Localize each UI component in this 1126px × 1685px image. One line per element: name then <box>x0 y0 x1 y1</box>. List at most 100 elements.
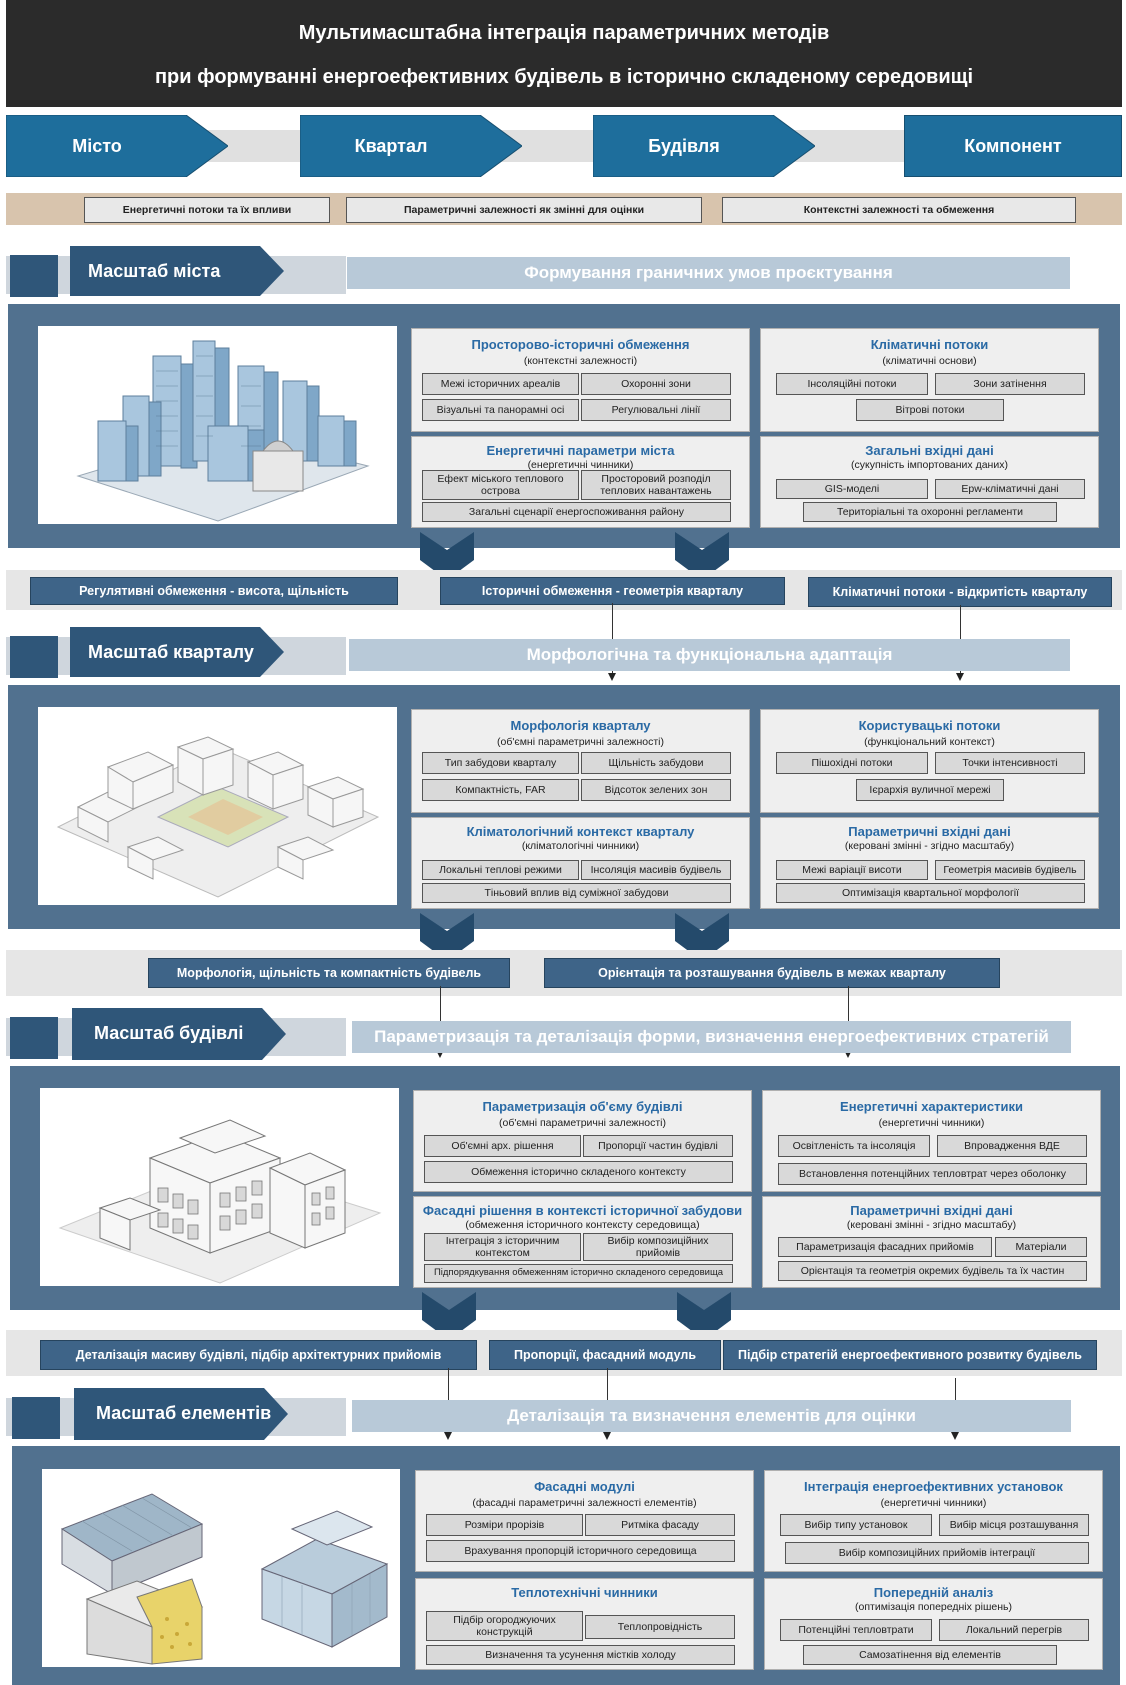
card-energy-characteristics: Енергетичні характеристики (енергетичні … <box>762 1090 1101 1192</box>
chip: Ієрархія вуличної мережі <box>856 779 1004 801</box>
chip: Оптимізація квартальної морфології <box>776 883 1085 903</box>
card-energy-installations: Інтеграція енергоефективних установок (е… <box>764 1470 1103 1572</box>
building-elements-illustration <box>42 1469 400 1667</box>
card-title: Параметризація об'єму будівлі <box>482 1099 683 1114</box>
card-block-climate-context: Кліматологічний контекст кварталу (кліма… <box>411 817 750 909</box>
chip: Зони затінення <box>935 373 1085 395</box>
chip: Пішохідні потоки <box>776 752 928 774</box>
output-proportions-module: Пропорції, фасадний модуль <box>489 1340 721 1370</box>
card-facade-modules: Фасадні модулі (фасадні параметричні зал… <box>415 1470 754 1572</box>
title-bar: Мультимасштабна інтеграція параметричних… <box>6 0 1122 107</box>
connector-line <box>440 986 441 1050</box>
card-title: Просторово-історичні обмеження <box>471 337 690 352</box>
output-regulatory-constraints: Регулятивні обмеження - висота, щільніст… <box>30 577 398 605</box>
scale-building-subtitle: Параметризація та деталізація форми, виз… <box>352 1021 1071 1053</box>
chip: Вибір типу установок <box>780 1514 932 1536</box>
chip: Визначення та усунення містків холоду <box>426 1645 735 1665</box>
card-title: Теплотехнічні чинники <box>511 1585 658 1600</box>
scale-city-marker <box>10 255 58 297</box>
arrow-down-icon <box>603 1432 611 1440</box>
card-title: Фасадні рішення в контексті історичної з… <box>422 1203 743 1218</box>
chip: Інтеграція з історичним контекстом <box>424 1233 581 1261</box>
card-subtitle: (функціональний контекст) <box>864 736 995 748</box>
scale-elements-label: Масштаб елементів <box>96 1402 272 1423</box>
chip: Пропорції частин будівлі <box>583 1135 733 1157</box>
output-orientation-placement: Орієнтація та розташування будівель в ме… <box>544 958 1000 988</box>
output-massing-detailing: Деталізація масиву будівлі, підбір архіт… <box>40 1340 477 1370</box>
connector-line <box>848 986 849 1050</box>
chip: Щільність забудови <box>581 752 731 774</box>
chip: Epw-кліматичні дані <box>935 479 1085 499</box>
card-title: Енергетичні параметри міста <box>486 443 675 458</box>
chip: Підпорядкування обмеженням історично скл… <box>424 1264 733 1283</box>
card-general-input-data: Загальні вхідні дані (сукупність імпорто… <box>760 436 1099 528</box>
chip: Орієнтація та геометрія окремих будівель… <box>778 1261 1087 1281</box>
scale-city-label: Масштаб міста <box>88 260 221 281</box>
title-line-2: при формуванні енергоефективних будівель… <box>154 66 974 88</box>
scale-block-marker <box>10 636 58 678</box>
chip: Ритміка фасаду <box>585 1514 735 1536</box>
chip: Впровадження ВДЕ <box>937 1135 1087 1157</box>
chip: Врахування пропорцій історичного середов… <box>426 1540 735 1562</box>
card-title: Інтеграція енергоефективних установок <box>804 1479 1063 1494</box>
aspect-context-constraints: Контекстні залежності та обмеження <box>722 197 1076 223</box>
chevron-down-icon <box>675 532 729 580</box>
chip: Встановлення потенційних тепловтрат чере… <box>778 1163 1087 1185</box>
card-user-flows: Користувацькі потоки (функціональний кон… <box>760 709 1099 813</box>
chip: Локальний перегрів <box>939 1619 1089 1641</box>
card-title: Фасадні модулі <box>534 1479 635 1494</box>
chip: Тип забудови кварталу <box>422 752 579 774</box>
card-title: Користувацькі потоки <box>858 718 1001 733</box>
card-subtitle: (керовані змінні - згідно масштабу) <box>844 840 1015 852</box>
arrow-down-icon <box>436 1050 444 1058</box>
chip: Обмеження історично складеного контексту <box>424 1161 733 1183</box>
card-subtitle: (енергетичні чинники) <box>878 1117 985 1129</box>
building-isometric-illustration <box>40 1088 399 1286</box>
chip: Регулювальні лінії <box>581 399 731 421</box>
output-morphology-density: Морфологія, щільність та компактність бу… <box>148 958 510 988</box>
card-climate-flows: Кліматичні потоки (кліматичні основи) Ін… <box>760 328 1099 432</box>
chevron-down-icon <box>420 913 474 961</box>
card-title: Параметричні вхідні дані <box>850 1203 1013 1218</box>
card-subtitle: (кліматологічні чинники) <box>521 840 640 852</box>
chip: Теплопровідність <box>585 1615 735 1639</box>
card-building-volume: Параметризація об'єму будівлі (об'ємні п… <box>413 1090 752 1192</box>
arrow-down-icon <box>444 1432 452 1440</box>
scale-elements-marker <box>12 1397 60 1439</box>
scale-block-subtitle: Морфологічна та функціональна адаптація <box>349 639 1070 671</box>
chip: Вибір місця розташування <box>939 1514 1089 1536</box>
card-title: Параметричні вхідні дані <box>848 824 1011 839</box>
card-subtitle: (оптимізація попередніх рішень) <box>855 1601 1012 1613</box>
card-subtitle: (фасадні параметричні залежності елемент… <box>472 1497 697 1509</box>
chip: Візуальні та панорамні осі <box>422 399 579 421</box>
chip: Інсоляційні потоки <box>776 373 928 395</box>
card-title: Морфологія кварталу <box>510 718 651 733</box>
stage-building-label: Будівля <box>648 135 720 156</box>
card-thermal-factors: Теплотехнічні чинники Підбір огороджуючи… <box>415 1578 754 1670</box>
stage-component: Компонент <box>904 115 1122 177</box>
chip: Параметризація фасадних прийомів <box>778 1237 992 1257</box>
connector-line <box>612 603 613 673</box>
output-energy-strategies: Підбір стратегій енергоефективного розви… <box>723 1340 1097 1370</box>
card-title: Загальні вхідні дані <box>865 443 994 458</box>
scale-city-subtitle: Формування граничних умов проєктування <box>347 257 1070 289</box>
chevron-down-icon <box>422 1292 476 1340</box>
chip: Відсоток зелених зон <box>581 779 731 801</box>
chip: Вибір композиційних прийомів <box>583 1233 733 1261</box>
card-preliminary-analysis: Попередній аналіз (оптимізація попередні… <box>764 1578 1103 1670</box>
output-climate-flows: Кліматичні потоки - відкритість кварталу <box>808 577 1112 607</box>
stage-city: Місто <box>6 115 228 177</box>
stage-component-label: Компонент <box>964 135 1062 156</box>
card-title: Кліматичні потоки <box>870 337 989 352</box>
chip: Тіньовий вплив від суміжної забудови <box>422 883 731 903</box>
card-title: Енергетичні характеристики <box>840 1099 1023 1114</box>
city-skyline-illustration <box>38 326 397 524</box>
arrow-down-icon <box>608 673 616 681</box>
chip: Межі історичних ареалів <box>422 373 579 395</box>
block-isometric-illustration <box>38 707 397 905</box>
card-subtitle: (енергетичні чинники) <box>880 1497 987 1509</box>
stage-building: Будівля <box>593 115 815 177</box>
card-subtitle: (об'ємні параметричні залежності) <box>499 1117 666 1129</box>
chip: Точки інтенсивності <box>935 752 1085 774</box>
card-subtitle: (сукупність імпортованих даних) <box>851 459 1008 471</box>
